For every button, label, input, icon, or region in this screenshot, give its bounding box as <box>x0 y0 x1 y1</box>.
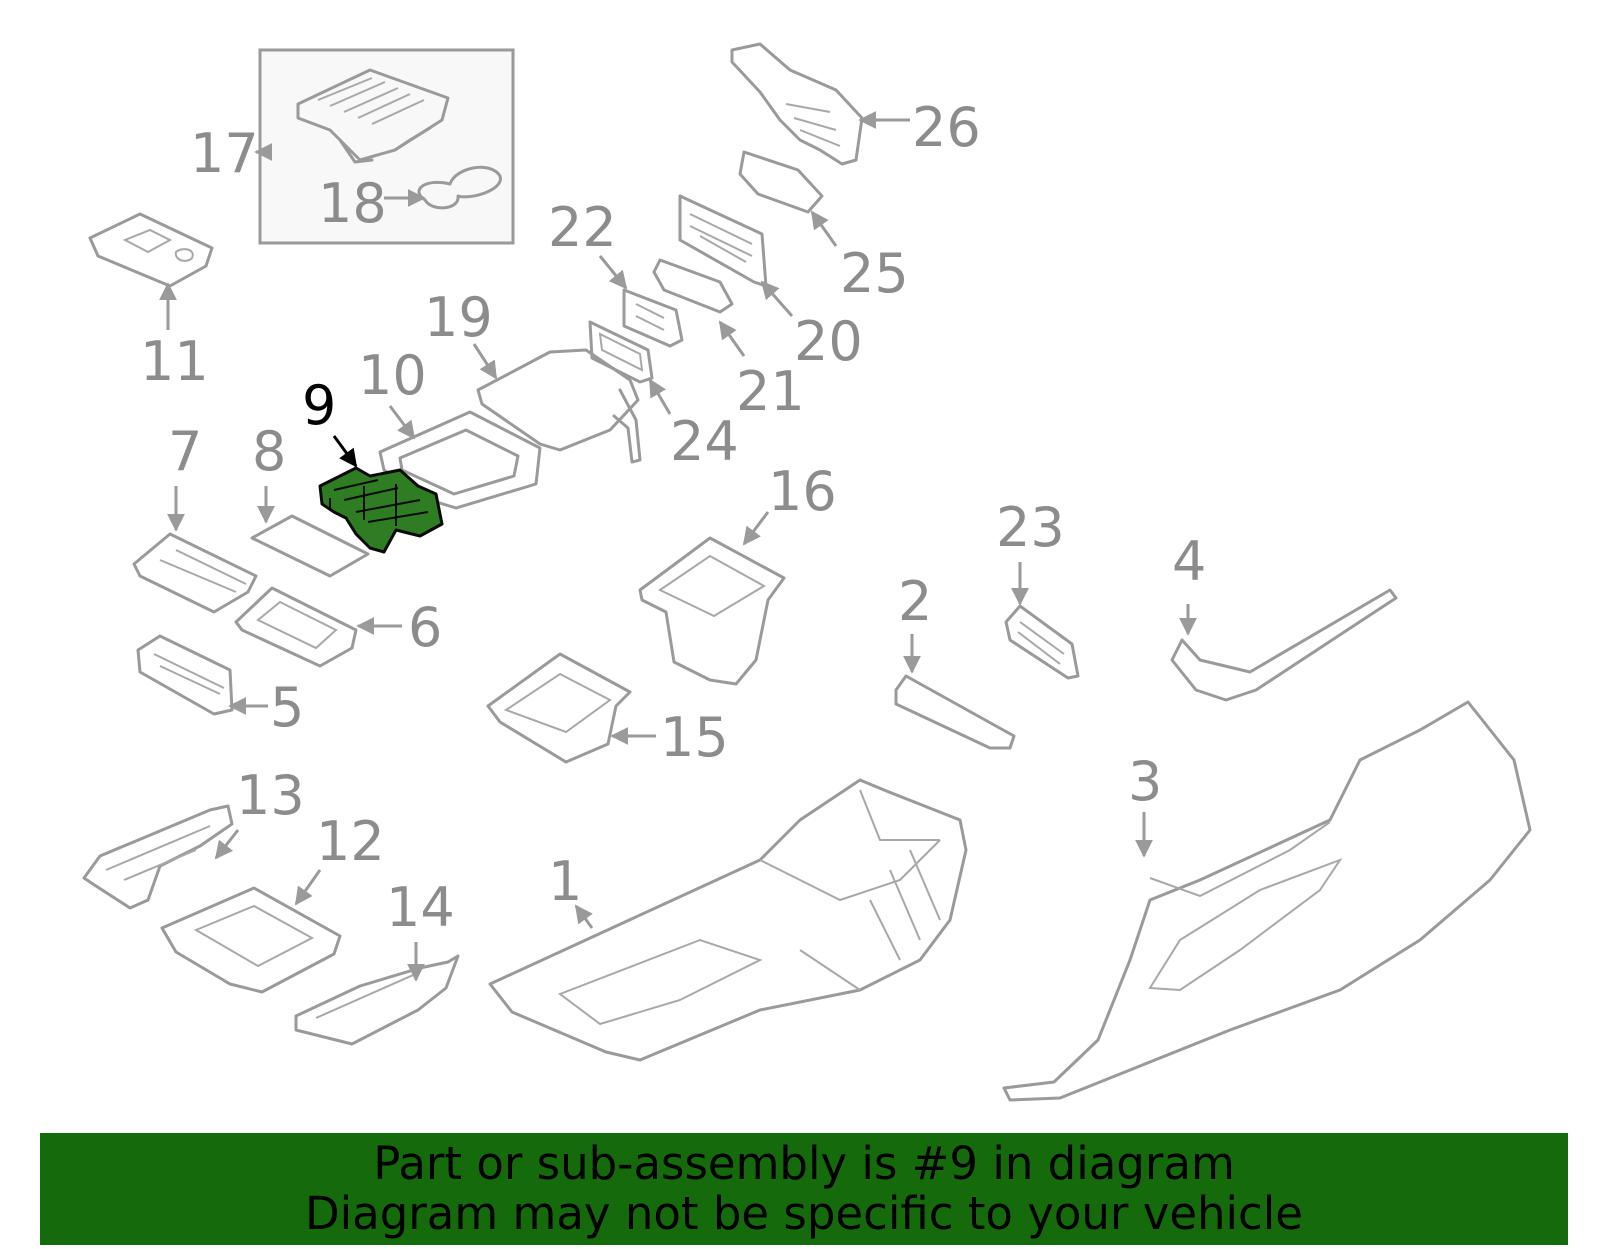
callout-8: 8 <box>252 420 286 483</box>
callout-11: 11 <box>140 330 209 393</box>
part-23-bracket <box>1004 604 1080 680</box>
info-banner: Part or sub-assembly is #9 in diagram Di… <box>40 1133 1568 1245</box>
callout-12: 12 <box>316 810 385 873</box>
callout-7: 7 <box>168 420 202 483</box>
part-7-tray <box>132 532 258 614</box>
callout-18: 18 <box>318 172 387 235</box>
banner-line-part-number: Part or sub-assembly is #9 in diagram <box>373 1137 1235 1190</box>
part-13-trim <box>82 804 234 910</box>
part-3-side-panel <box>1002 700 1532 1102</box>
callout-4: 4 <box>1172 530 1206 593</box>
part-22-switch <box>622 288 684 348</box>
callout-19: 19 <box>424 286 493 349</box>
part-24-frame <box>588 320 654 384</box>
part-6-tray-frame <box>234 586 358 668</box>
leader-lines <box>159 111 1197 982</box>
callout-15: 15 <box>660 706 729 769</box>
part-9-highlighted-bracket <box>318 466 444 554</box>
callout-5: 5 <box>270 676 304 739</box>
callout-26: 26 <box>912 96 981 159</box>
callout-labels: 1 2 3 4 5 6 7 8 9 10 11 12 13 14 15 16 1… <box>140 96 1206 939</box>
part-20-panel <box>678 194 768 288</box>
parts-diagram: 1 2 3 4 5 6 7 8 9 10 11 12 13 14 15 16 1… <box>82 42 1532 1102</box>
callout-10: 10 <box>358 344 427 407</box>
callout-14: 14 <box>386 876 455 939</box>
banner-line-disclaimer: Diagram may not be specific to your vehi… <box>305 1187 1303 1240</box>
part-4-trim-strip <box>1170 588 1398 702</box>
callout-6: 6 <box>408 596 442 659</box>
part-15-storage-tray <box>486 652 632 764</box>
part-11-switch-panel <box>88 212 214 288</box>
callout-9: 9 <box>302 374 336 437</box>
part-25-cover <box>738 150 824 214</box>
callout-21: 21 <box>736 360 805 423</box>
part-26-trim <box>730 42 864 166</box>
part-17-cupholder-box <box>258 48 515 245</box>
callout-17: 17 <box>190 122 259 185</box>
callout-16: 16 <box>768 460 837 523</box>
callout-25: 25 <box>840 242 909 305</box>
callout-13: 13 <box>236 764 305 827</box>
part-8-mat <box>250 514 370 578</box>
part-18-cupholder-mat <box>417 165 502 210</box>
part-12-tray <box>160 886 342 994</box>
part-21-bracket <box>652 258 734 314</box>
callout-24: 24 <box>670 410 739 473</box>
callout-1: 1 <box>548 850 582 913</box>
part-1-console-base <box>488 778 968 1062</box>
callout-3: 3 <box>1128 750 1162 813</box>
callout-22: 22 <box>548 196 617 259</box>
part-5-switch-block <box>136 634 234 716</box>
part-16-storage-bin <box>638 536 786 686</box>
part-19-armrest-lid <box>476 348 642 464</box>
part-2-trim-strip <box>894 674 1016 750</box>
part-14-trim <box>294 954 460 1046</box>
callout-2: 2 <box>898 570 932 633</box>
callout-23: 23 <box>996 496 1065 559</box>
callout-20: 20 <box>794 310 863 373</box>
